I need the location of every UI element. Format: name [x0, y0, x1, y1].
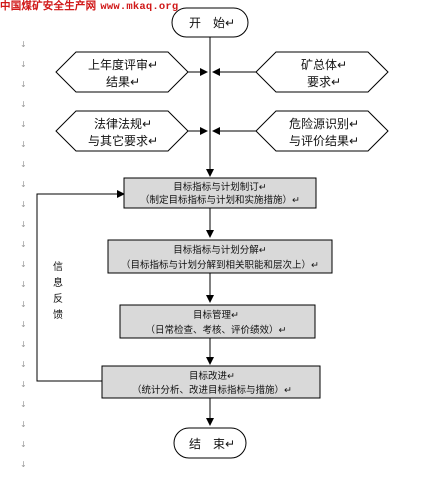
margin-mark: ↓ — [20, 40, 27, 49]
input-label-line: 上年度评审↵ — [88, 57, 158, 72]
process-step-plan-formulation: 目标指标与计划制订↵ （制定目标指标与计划和实施措施）↵ — [123, 177, 317, 209]
watermark-site-url: www.mkaq.org — [100, 1, 179, 13]
feedback-char: 馈 — [53, 308, 63, 321]
step-detail: （目标指标与计划分解到相关职能和层次上）↵ — [121, 259, 319, 271]
margin-mark: ↓ — [20, 200, 27, 209]
step-detail: （统计分析、改进目标指标与措施）↵ — [132, 384, 292, 396]
margin-mark: ↓ — [20, 260, 27, 269]
input-label-line: 要求↵ — [307, 75, 341, 89]
start-label: 开 始↵ — [189, 16, 235, 30]
margin-mark: ↓ — [20, 440, 27, 449]
step-title: 目标指标与计划分解↵ — [173, 244, 266, 256]
margin-mark: ↓ — [20, 120, 27, 129]
margin-mark: ↓ — [20, 300, 27, 309]
input-mine-overall-requirements: 矿总体↵ 要求↵ — [255, 51, 389, 93]
step-title: 目标管理↵ — [193, 309, 239, 321]
input-label-line: 结果↵ — [106, 75, 140, 89]
margin-mark: ↓ — [20, 380, 27, 389]
process-step-plan-decomposition: 目标指标与计划分解↵ （目标指标与计划分解到相关职能和层次上）↵ — [107, 239, 333, 274]
input-label-line: 矿总体↵ — [301, 58, 347, 72]
margin-mark: ↓ — [20, 340, 27, 349]
step-detail: （制定目标指标与计划和实施措施）↵ — [140, 194, 300, 206]
margin-mark: ↓ — [20, 240, 27, 249]
margin-mark: ↓ — [20, 460, 27, 469]
margin-mark: ↓ — [20, 80, 27, 89]
feedback-char: 反 — [53, 293, 63, 305]
input-hazard-identification-results: 危险源识别↵ 与评价结果↵ — [255, 110, 389, 152]
process-step-objective-improvement: 目标改进↵ （统计分析、改进目标指标与措施）↵ — [101, 365, 321, 399]
feedback-char: 信 — [53, 261, 63, 273]
feedback-label: 信 息 反 馈 — [53, 261, 63, 321]
margin-mark: ↓ — [20, 100, 27, 109]
margin-mark: ↓ — [20, 180, 27, 189]
input-laws-and-requirements: 法律法规↵ 与其它要求↵ — [55, 110, 189, 152]
end-label: 结 束↵ — [189, 437, 235, 451]
input-previous-review-results: 上年度评审↵ 结果↵ — [55, 51, 189, 93]
step-title: 目标改进↵ — [189, 370, 235, 382]
input-label-line: 法律法规↵ — [94, 116, 152, 131]
process-step-objective-management: 目标管理↵ （日常检查、考核、评价绩效）↵ — [119, 304, 316, 339]
margin-mark: ↓ — [20, 280, 27, 289]
end-terminator: 结 束↵ — [173, 427, 247, 459]
feedback-loop-line — [36, 190, 125, 382]
margin-mark: ↓ — [20, 140, 27, 149]
input-label-line: 与评价结果↵ — [289, 134, 359, 148]
feedback-char: 息 — [53, 276, 63, 289]
step-detail: （日常检查、考核、评价绩效）↵ — [146, 324, 287, 336]
margin-mark: ↓ — [20, 220, 27, 229]
margin-mark: ↓ — [20, 400, 27, 409]
margin-mark: ↓ — [20, 320, 27, 329]
watermark-site-name: 中国煤矿安全生产网 — [0, 0, 97, 12]
input-label-line: 与其它要求↵ — [88, 133, 158, 148]
start-terminator: 开 始↵ — [171, 7, 249, 38]
step-title: 目标指标与计划制订↵ — [173, 181, 266, 193]
margin-mark: ↓ — [20, 160, 27, 169]
margin-mark: ↓ — [20, 60, 27, 69]
margin-mark: ↓ — [20, 420, 27, 429]
input-label-line: 危险源识别↵ — [289, 116, 359, 131]
margin-mark: ↓ — [20, 360, 27, 369]
